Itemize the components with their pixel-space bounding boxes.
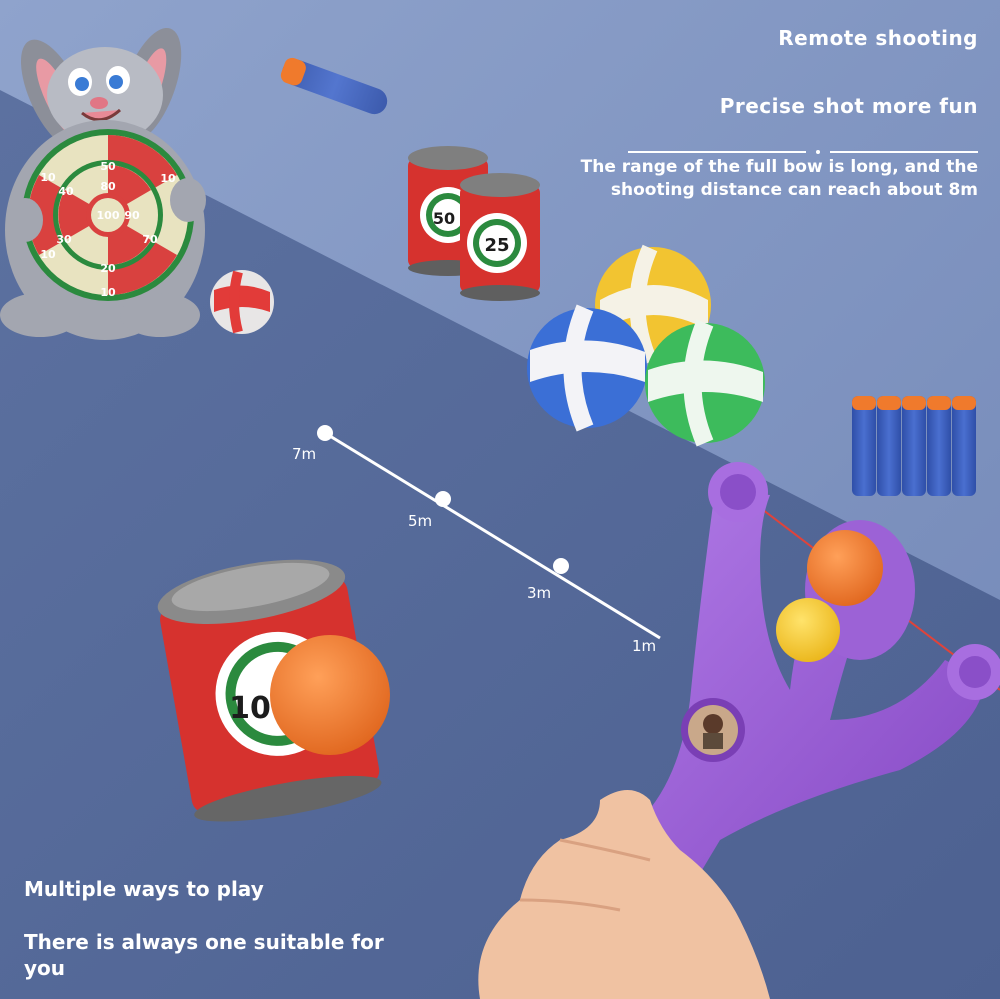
dartboard-number: 80 bbox=[100, 180, 116, 193]
dartboard-number: 70 bbox=[142, 233, 158, 246]
can-number: 10 bbox=[229, 691, 271, 726]
distance-label-3m: 3m bbox=[527, 584, 552, 602]
hand bbox=[478, 790, 770, 999]
dartboard-number: 10 bbox=[40, 248, 56, 261]
dartboard-number: 30 bbox=[56, 233, 72, 246]
dartboard-number: 100 bbox=[97, 209, 120, 222]
slingshot-launcher bbox=[620, 462, 1000, 890]
dartboard-number: 10 bbox=[160, 172, 176, 185]
dartboard-number: 20 bbox=[100, 262, 116, 275]
foam-darts-bundle bbox=[852, 396, 976, 496]
divider-dot bbox=[816, 150, 820, 154]
dartboard-number: 90 bbox=[124, 209, 140, 222]
suitable-caption-line2: you bbox=[24, 956, 66, 980]
distance-label-1m: 1m bbox=[632, 637, 657, 655]
suitable-caption-line1: There is always one suitable for bbox=[24, 930, 384, 954]
can-number: 25 bbox=[484, 235, 509, 256]
range-description-line1: The range of the full bow is long, and t… bbox=[580, 157, 978, 177]
can-25 bbox=[460, 173, 540, 301]
distance-scale bbox=[317, 425, 661, 640]
flying-dart bbox=[280, 57, 388, 115]
headline: Remote shooting bbox=[778, 26, 978, 50]
bunny-dartboard bbox=[0, 27, 206, 340]
distance-label-7m: 7m bbox=[292, 445, 317, 463]
dartboard-number: 50 bbox=[100, 160, 116, 173]
divider-left bbox=[628, 151, 806, 153]
play-ways-caption: Multiple ways to play bbox=[24, 877, 264, 901]
range-description-line2: shooting distance can reach about 8m bbox=[610, 180, 978, 200]
orange-foam-ball bbox=[270, 635, 390, 755]
subheadline: Precise shot more fun bbox=[719, 94, 978, 118]
dartboard-number: 10 bbox=[40, 171, 56, 184]
can-number: 50 bbox=[433, 209, 455, 228]
green-sticky-ball bbox=[645, 319, 765, 447]
distance-label-5m: 5m bbox=[408, 512, 433, 530]
divider-right bbox=[830, 151, 978, 153]
dartboard-number: 10 bbox=[100, 286, 116, 299]
red-sticky-ball bbox=[210, 270, 274, 334]
blue-sticky-ball bbox=[527, 304, 647, 432]
dartboard-number: 40 bbox=[58, 185, 74, 198]
